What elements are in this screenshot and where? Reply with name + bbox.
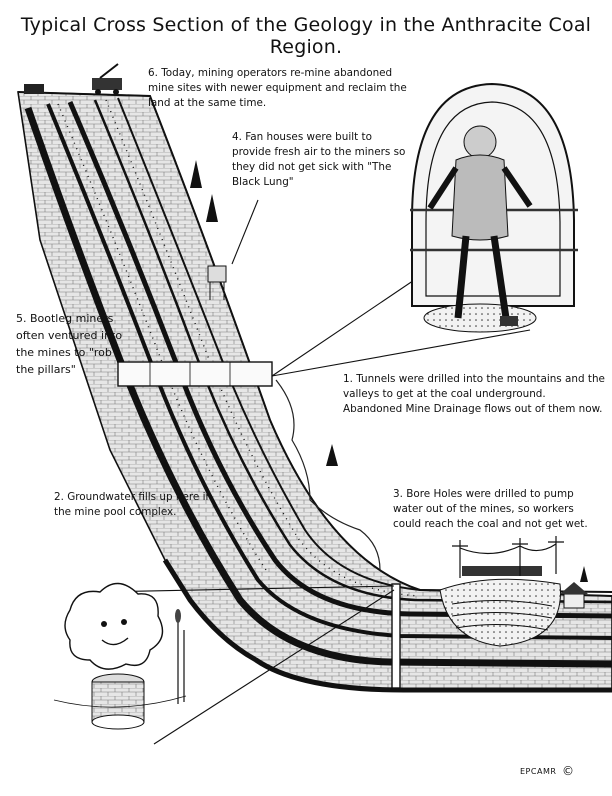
tree-icons (190, 160, 588, 582)
mining-equipment (24, 63, 122, 95)
ground-surface (17, 91, 612, 597)
credit-label: EPCAMR (520, 767, 557, 776)
fan-house-icon (207, 265, 227, 300)
note-remining: 6. Today, mining operators re-mine aband… (148, 67, 407, 109)
note-bore-holes: 3. Bore Holes were drilled to pump water… (393, 488, 588, 530)
treatment-ponds (439, 566, 561, 647)
utility-poles (452, 536, 564, 578)
drainage-stream (275, 379, 381, 571)
coal-miner-figure (410, 82, 578, 333)
house-icon (560, 582, 588, 609)
note-fan-houses: 4. Fan houses were built to provide fres… (232, 131, 406, 188)
note-tunnels: 1. Tunnels were drilled into the mountai… (343, 373, 605, 415)
copyright-icon: © (562, 764, 574, 778)
note-groundwater: 2. Groundwater fills up here in the mine… (54, 491, 213, 518)
leader-lines (99, 199, 531, 745)
strata-band (17, 91, 612, 693)
tunnel-icon (117, 361, 273, 387)
page-title: Typical Cross Section of the Geology in … (20, 14, 592, 58)
groundwater-character (53, 582, 187, 730)
bore-hole-icon (391, 583, 401, 689)
note-bootleg-miners: 5. Bootleg miners often ventured into th… (16, 312, 123, 376)
